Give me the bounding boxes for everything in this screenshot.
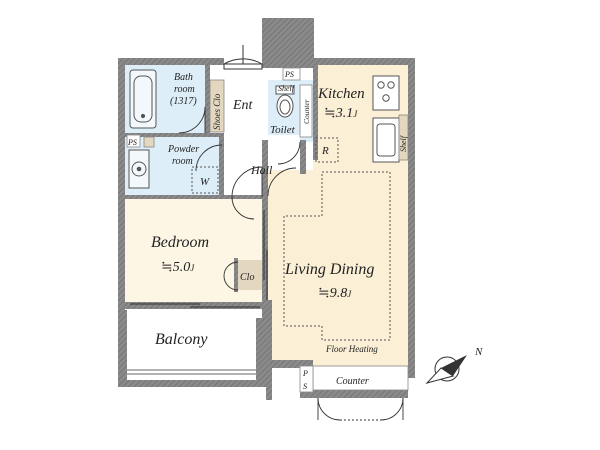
counter-bottom-box	[312, 365, 409, 391]
balcony-railing	[127, 369, 256, 375]
ps-bottom-s-label: S	[303, 382, 307, 391]
living-sliding-door	[263, 210, 268, 300]
ps-top-label: PS	[284, 70, 294, 79]
bathtub-icon	[129, 69, 157, 129]
powder-room-label: room	[172, 156, 193, 167]
bedroom-label: Bedroom	[151, 234, 209, 251]
ps-box-bottom	[299, 365, 314, 393]
washer-label: W	[200, 176, 210, 188]
closet-label: Clo	[240, 272, 254, 283]
living-area-value: ≒9.8J	[318, 286, 352, 301]
compass-icon	[425, 355, 467, 384]
powder-room-door	[195, 144, 223, 172]
floor-heating-area	[283, 171, 391, 341]
hall-door	[231, 166, 297, 220]
bath-label: Bath	[174, 72, 193, 83]
bathroom-door	[178, 106, 206, 134]
kitchen-counter-label: Counter	[302, 99, 311, 124]
counter-strip	[299, 84, 313, 138]
north-label: N	[474, 346, 483, 358]
kitchen-area-value: ≒3.1J	[324, 106, 358, 121]
living-dining-label: Living Dining	[284, 261, 374, 278]
powder-label: Powder	[167, 144, 199, 155]
living-dining-floor	[268, 170, 408, 366]
toilet-door	[277, 141, 301, 165]
kitchen-label: Kitchen	[317, 86, 365, 102]
toilet-label: Toilet	[270, 124, 296, 136]
small-shelf	[143, 136, 155, 148]
balcony-floor	[127, 314, 266, 380]
closet-doors	[223, 261, 239, 291]
balcony-label: Balcony	[155, 331, 208, 348]
entrance-label: Ent	[232, 98, 254, 113]
kitchen-shelf	[398, 114, 409, 161]
kitchen-sink-icon	[372, 117, 400, 163]
refrigerator-label: R	[321, 145, 329, 157]
washer-space	[191, 166, 219, 194]
entrance-door	[223, 45, 263, 70]
ps-left-label: PS	[127, 138, 137, 147]
ps-box-top	[282, 67, 301, 81]
window-doors	[317, 397, 404, 421]
bottom-counter-label: Counter	[336, 376, 369, 387]
ps-bottom-p-label: P	[302, 369, 308, 378]
stove-icon	[372, 75, 400, 111]
ps-box-left	[126, 134, 141, 148]
floor-heating-label: Floor Heating	[325, 344, 378, 354]
balcony-sliding-door	[130, 303, 260, 308]
shoes-closet-label: Shoes Clo	[212, 93, 222, 130]
entrance-floor	[224, 85, 266, 133]
bedroom-area-value: ≒5.0J	[161, 260, 195, 275]
washbasin-icon	[128, 149, 150, 189]
toilet-shelf-label: Shelf	[278, 84, 296, 93]
bath-room-label: room	[174, 84, 195, 95]
toilet-icon	[275, 85, 295, 118]
hall-label: Hall	[250, 163, 273, 177]
shoes-closet	[209, 79, 225, 133]
refrigerator-space	[315, 137, 339, 163]
bath-size-label: (1317)	[170, 96, 197, 107]
kitchen-shelf-label: Shelf	[399, 134, 408, 152]
closet-floor	[238, 260, 266, 290]
